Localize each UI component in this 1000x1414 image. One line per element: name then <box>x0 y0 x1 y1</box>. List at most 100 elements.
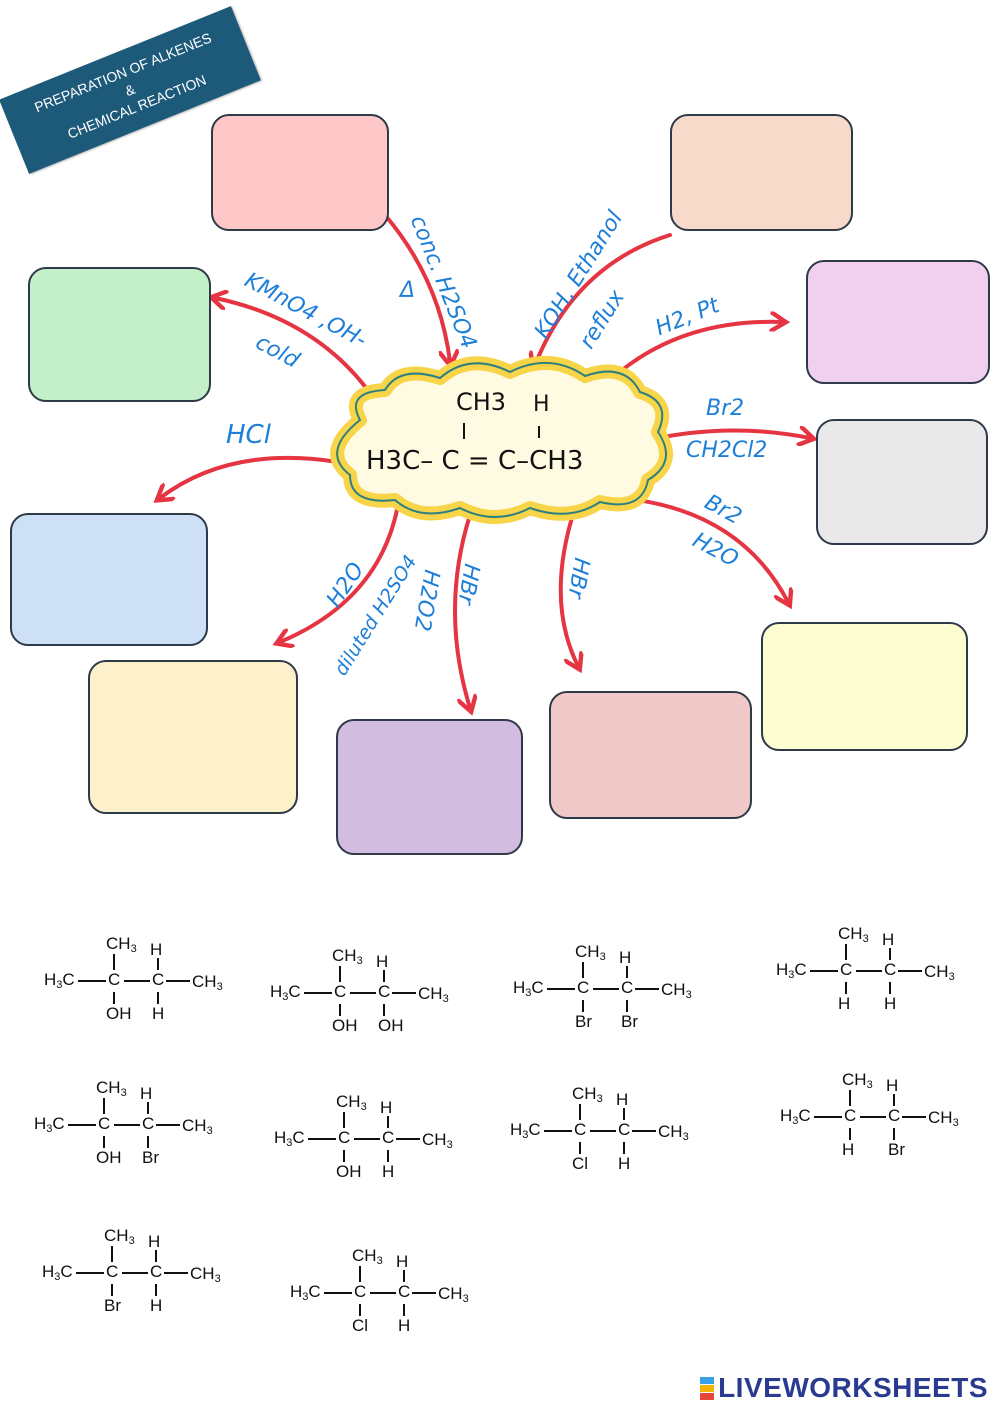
molecule-top-substituent-1: CH3 <box>575 942 606 963</box>
molecule-bond <box>893 1128 895 1140</box>
answer-box-g[interactable] <box>88 660 298 814</box>
molecule-bond <box>403 1304 405 1316</box>
molecule-bond <box>324 1292 352 1294</box>
arrow-to-box-i <box>558 506 578 666</box>
answer-box-d[interactable] <box>806 260 990 384</box>
molecule-bond <box>623 1108 625 1120</box>
molecule-bond <box>590 1130 616 1132</box>
arrow-to-box-g <box>280 503 400 642</box>
molecule-top-substituent-1: CH3 <box>332 946 363 967</box>
molecule-bond <box>579 1104 581 1120</box>
molecule-bottom-substituent-2: H <box>398 1316 411 1335</box>
molecule-right-group: CH3 <box>661 980 692 1001</box>
molecule-bond <box>359 1266 361 1282</box>
molecule-carbon-2: C <box>884 960 897 979</box>
molecule-bottom-substituent-2: H <box>150 1296 163 1315</box>
molecule-bond <box>308 1138 336 1140</box>
molecule-carbon-1: C <box>338 1128 351 1147</box>
molecule-top-substituent-2: H <box>616 1090 629 1109</box>
molecule-bottom-substituent-1: Cl <box>352 1316 369 1335</box>
molecule-top-substituent-2: H <box>148 1232 161 1251</box>
molecule-carbon-2: C <box>150 1262 163 1281</box>
molecule-bottom-substituent-1: Br <box>575 1012 592 1031</box>
molecule-bond <box>898 970 922 972</box>
molecule-bond <box>383 1004 385 1016</box>
molecule-right-group: CH3 <box>192 972 223 993</box>
molecule-left-group: H3C <box>776 960 807 981</box>
molecule-top-substituent-2: H <box>376 952 389 971</box>
molecule-bond <box>889 982 891 994</box>
answer-box-i[interactable] <box>549 691 752 819</box>
answer-box-j[interactable] <box>761 622 968 751</box>
molecule-bond <box>304 992 332 994</box>
molecule-bond <box>814 1116 842 1118</box>
molecule-right-group: CH3 <box>182 1116 213 1137</box>
molecule-bottom-substituent-1: OH <box>106 1004 132 1023</box>
molecule-bond <box>103 1098 105 1114</box>
center-main-chain: H3C– C = C–CH3 <box>366 446 584 476</box>
center-h-label: H <box>533 392 550 417</box>
molecule-bond <box>403 1270 405 1282</box>
molecule-right-group: CH3 <box>418 984 449 1005</box>
molecule-bond <box>582 1000 584 1012</box>
logo-badge-icon <box>700 1376 715 1400</box>
molecule-bond <box>339 966 341 982</box>
molecule-right-group: CH3 <box>658 1122 689 1143</box>
molecule-carbon-1: C <box>354 1282 367 1301</box>
molecule-carbon-2: C <box>398 1282 411 1301</box>
molecule-bond <box>893 1094 895 1106</box>
molecule-bond <box>68 1124 96 1126</box>
molecule-carbon-2: C <box>382 1128 395 1147</box>
molecule-bottom-substituent-1: OH <box>336 1162 362 1181</box>
molecule-top-substituent-2: H <box>380 1098 393 1117</box>
molecule-bond <box>392 992 416 994</box>
answer-box-a[interactable] <box>211 114 389 231</box>
molecule-top-substituent-2: H <box>882 930 895 949</box>
molecule-bond <box>113 992 115 1004</box>
molecule-bottom-substituent-1: Cl <box>572 1154 589 1173</box>
molecule-bottom-substituent-2: Br <box>888 1140 905 1159</box>
molecule-carbon-1: C <box>840 960 853 979</box>
molecule-top-substituent-2: H <box>619 948 632 967</box>
molecule-right-group: CH3 <box>422 1130 453 1151</box>
molecule-bottom-substituent-2: Br <box>142 1148 159 1167</box>
molecule-carbon-2: C <box>378 982 391 1001</box>
answer-box-c[interactable] <box>28 267 211 402</box>
molecule-carbon-2: C <box>142 1114 155 1133</box>
molecule-bond <box>76 1272 104 1274</box>
condition-ch2cl2: CH2Cl2 <box>686 438 768 463</box>
answer-box-h[interactable] <box>336 719 523 855</box>
molecule-bond <box>155 1284 157 1296</box>
molecule-carbon-1: C <box>334 982 347 1001</box>
center-bond-2 <box>538 426 540 438</box>
molecule-left-group: H3C <box>44 970 75 991</box>
molecule-carbon-1: C <box>98 1114 111 1133</box>
answer-box-f[interactable] <box>10 513 208 646</box>
molecule-bottom-substituent-2: H <box>884 994 897 1013</box>
molecule-bond <box>396 1138 420 1140</box>
answer-box-b[interactable] <box>670 114 853 231</box>
molecule-bond <box>350 992 376 994</box>
molecule-bond <box>623 1142 625 1154</box>
molecule-carbon-1: C <box>574 1120 587 1139</box>
molecule-bond <box>626 1000 628 1012</box>
molecule-bottom-substituent-1: OH <box>96 1148 122 1167</box>
molecule-bond <box>147 1136 149 1148</box>
arrow-to-box-h <box>453 513 470 708</box>
molecule-bond <box>122 1272 148 1274</box>
center-molecule: CH3 H H3C– C = C–CH3 <box>366 388 646 498</box>
molecule-top-substituent-2: H <box>150 940 163 959</box>
arrow-from-box-a <box>383 213 450 362</box>
molecule-bond <box>845 982 847 994</box>
answer-box-e[interactable] <box>816 419 988 545</box>
